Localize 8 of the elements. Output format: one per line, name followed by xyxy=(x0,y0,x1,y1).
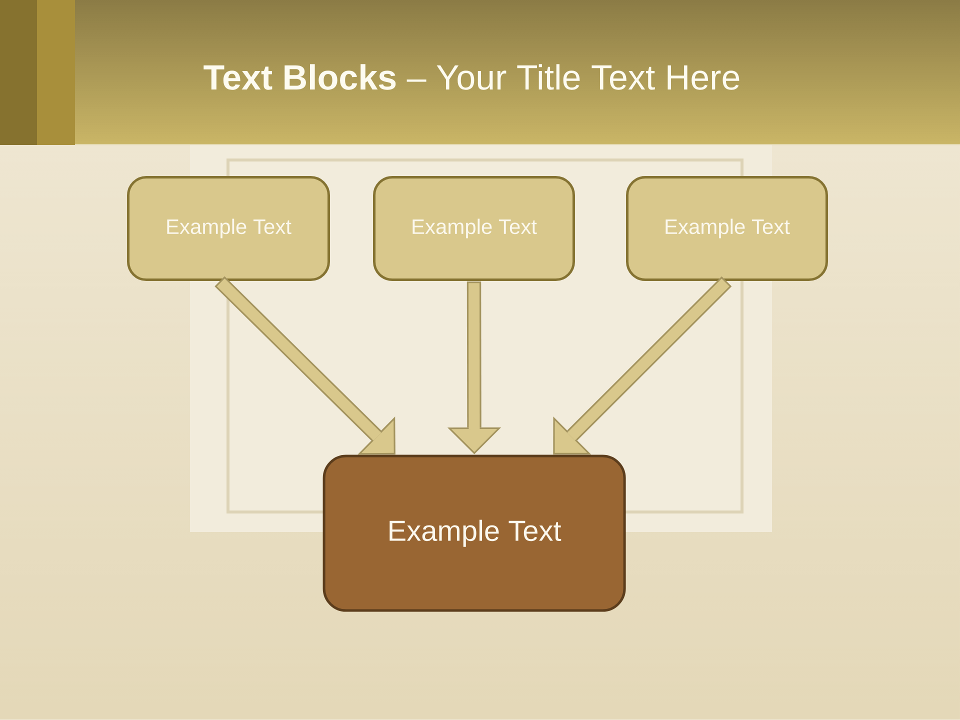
slide-title: Text Blocks – Your Title Text Here xyxy=(204,64,740,90)
text-box: Example Text xyxy=(373,176,575,281)
block-arrow xyxy=(553,276,732,454)
text-box: Example Text xyxy=(626,176,828,281)
text-box: Example Text xyxy=(322,454,626,612)
block-arrow xyxy=(214,276,396,455)
block-arrow xyxy=(447,281,502,454)
text-box: Example Text xyxy=(127,176,330,281)
